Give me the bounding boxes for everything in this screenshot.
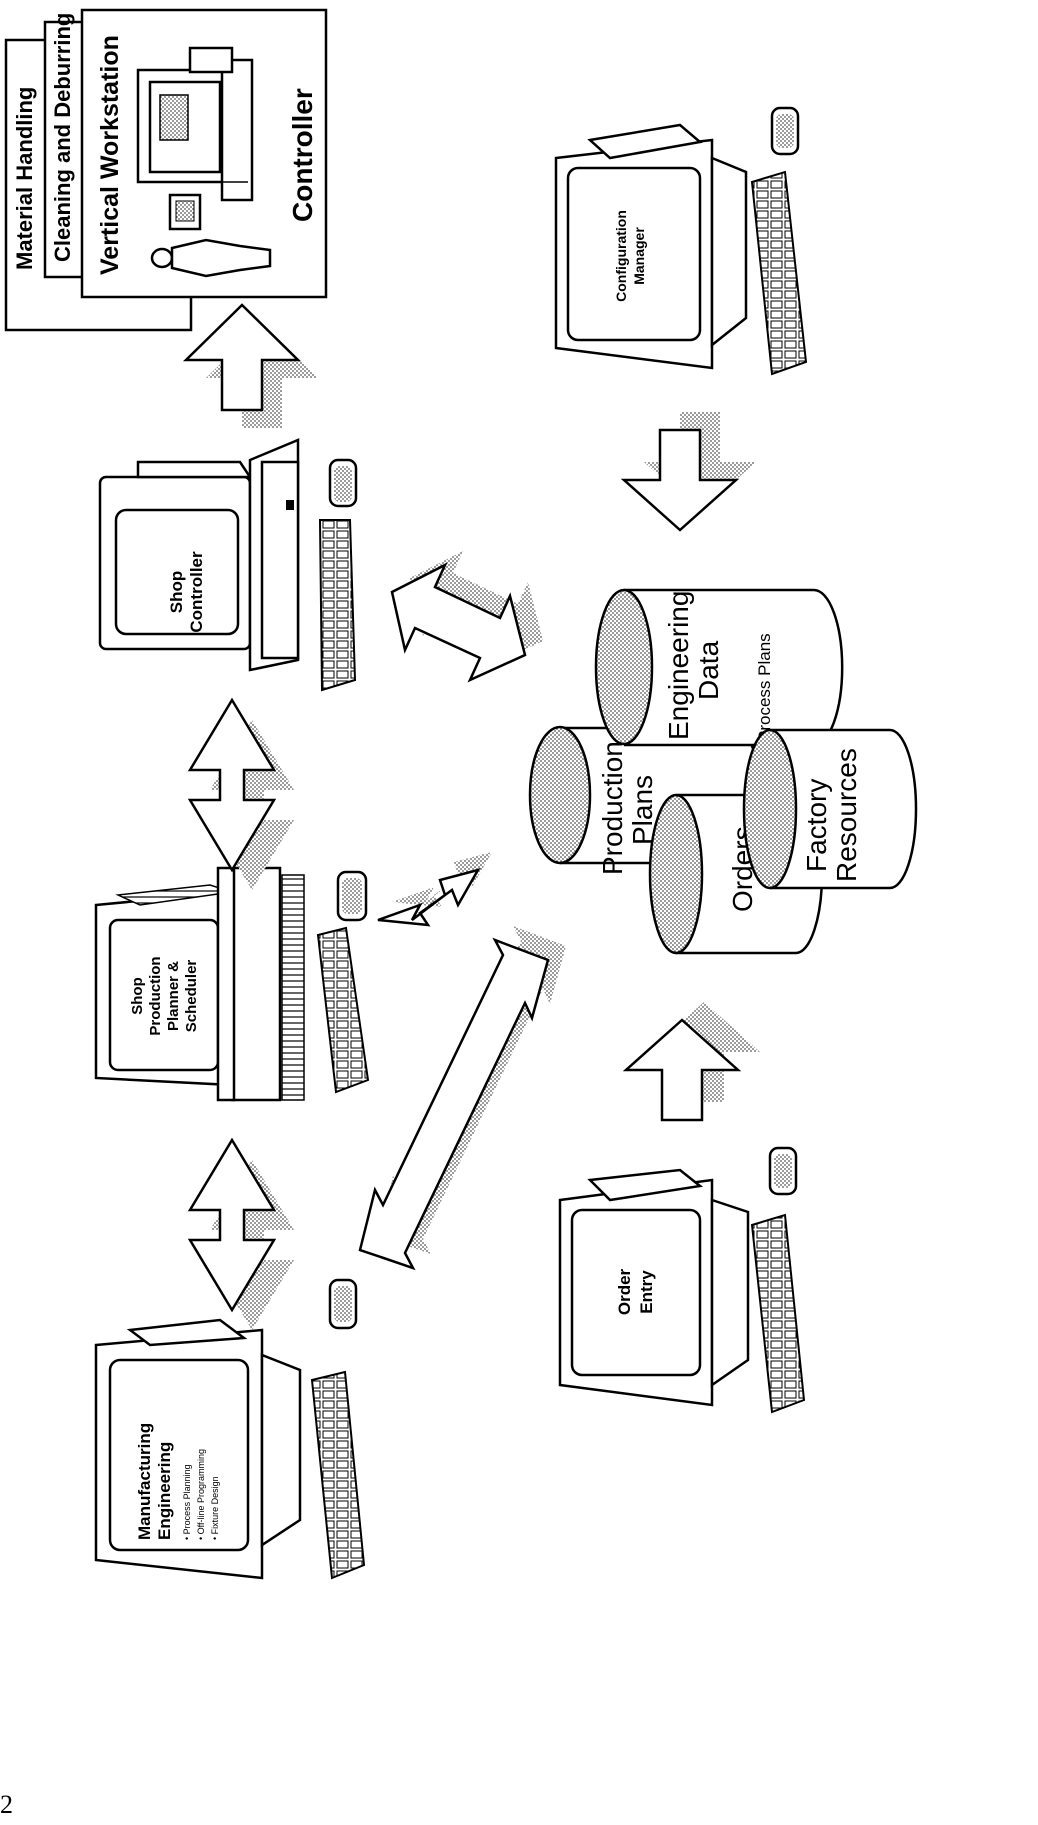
shop-production-planner-workstation: Shop Production Planner & Scheduler — [94, 866, 370, 1102]
planner-line1: Shop — [129, 977, 146, 1015]
mfg-item-process-planning: • Process Planning — [182, 1464, 192, 1540]
planner-line2: Production — [147, 956, 164, 1035]
planner-line4: Scheduler — [183, 960, 200, 1033]
page-number: 2 — [0, 1790, 13, 1819]
production-plans-line1: Production — [597, 741, 628, 875]
shop-controller-line2: Controller — [187, 551, 206, 633]
engineering-data-db: Engineering Data Process Plans — [594, 588, 844, 747]
shop-controller-db-double-arrow — [390, 562, 527, 683]
order-entry-up-arrow — [622, 1018, 742, 1122]
operator-figure-icon — [150, 238, 272, 278]
mfg-item-offline-programming: • Off-line Programming — [196, 1449, 206, 1540]
material-handling-label: Material Handling — [12, 87, 37, 270]
engineering-data-line2: Data — [693, 640, 724, 700]
order-entry-workstation: Order Entry — [558, 1146, 806, 1414]
order-entry-line2: Entry — [637, 1270, 656, 1314]
up-arrow-to-controller — [182, 303, 302, 412]
factory-resources-line1: Factory — [801, 779, 832, 872]
controller-label: Controller — [287, 88, 318, 222]
configuration-manager-workstation: Configuration Manager — [554, 106, 808, 376]
engineering-data-line1: Engineering — [663, 591, 694, 740]
factory-resources-line2: Resources — [831, 748, 862, 882]
shop-controller-workstation: Shop Controller — [98, 438, 358, 692]
engineering-db-long-double-arrow — [358, 937, 550, 1271]
manufacturing-engineering-workstation: Manufacturing Engineering • Process Plan… — [94, 1278, 366, 1580]
database-cluster: Production Plans Engineering Data Proces… — [528, 588, 918, 955]
configuration-manager-line2: Manager — [631, 227, 647, 285]
configuration-manager-line1: Configuration — [613, 210, 629, 302]
shop-controller-line1: Shop — [167, 571, 186, 614]
config-manager-down-arrow — [620, 428, 740, 532]
vertical-workstation-label: Vertical Workstation — [96, 35, 124, 275]
planner-db-double-arrow — [377, 868, 481, 927]
process-plans-label: Process Plans — [755, 633, 774, 742]
manufacturing-engineering-line1: Manufacturing — [135, 1423, 154, 1540]
engineering-planner-double-arrow — [187, 1137, 277, 1313]
planner-shop-controller-double-arrow — [187, 697, 277, 873]
cleaning-deburring-label: Cleaning and Deburring — [50, 13, 75, 262]
manufacturing-engineering-line2: Engineering — [155, 1442, 174, 1540]
planner-line3: Planner & — [165, 961, 182, 1031]
machine-tool-illustration — [136, 46, 254, 231]
factory-resources-db: Factory Resources — [742, 728, 918, 890]
mfg-item-fixture-design: • Fixture Design — [210, 1476, 220, 1540]
order-entry-line1: Order — [615, 1268, 634, 1315]
workstation-cards-stack: Material Handling Cleaning and Deburring… — [4, 8, 328, 332]
